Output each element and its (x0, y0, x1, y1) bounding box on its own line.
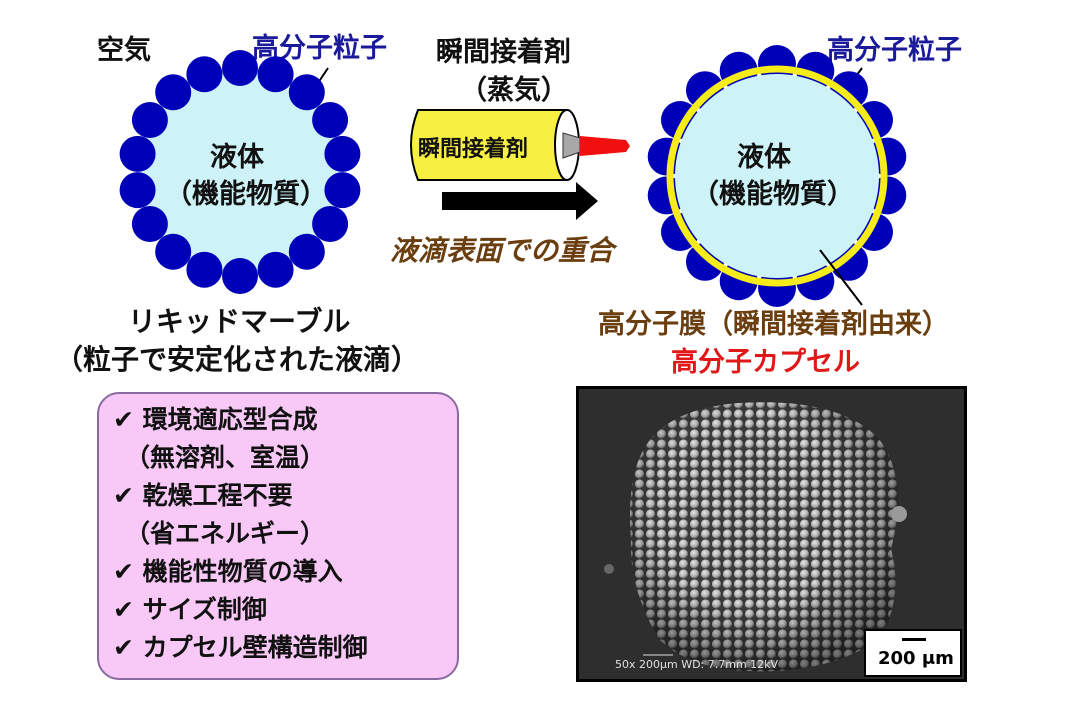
liquid-marble-diagram (119, 50, 361, 294)
polymer-particle (119, 135, 156, 172)
polymer-particles (119, 50, 361, 294)
scale-bar-box: 200 μm (864, 629, 962, 677)
features-panel: ✔ 環境適応型合成 （無溶剤、室温） ✔ 乾燥工程不要 （省エネルギー） ✔ 機… (97, 392, 459, 680)
polymer-particle (222, 50, 258, 86)
scale-bar (902, 638, 926, 641)
polymer-particle (222, 258, 258, 294)
feature-functional-material: ✔ 機能性物質の導入 (113, 557, 343, 586)
polymer-particle (155, 74, 192, 111)
capsule-sem-image (579, 389, 964, 679)
polymer-membrane (666, 65, 888, 287)
polymer-particle (186, 251, 223, 288)
feature-size-control: ✔ サイズ制御 (113, 595, 267, 624)
right-particle-label: 高分子粒子 (827, 35, 962, 66)
left-liquid-label: 液体 (210, 142, 264, 173)
process-label: 液滴表面での重合 (390, 234, 615, 267)
feature-no-drying: ✔ 乾燥工程不要 (113, 481, 293, 510)
polymer-capsule-diagram (647, 45, 907, 307)
polymer-particle (288, 74, 325, 111)
polymer-particle (312, 102, 349, 138)
polymer-particle (312, 206, 349, 242)
right-functional-material-label: （機能物質） (692, 179, 854, 210)
scale-bar-label: 200 μm (878, 648, 954, 669)
liquid-marble-subcaption: （粒子で安定化された液滴） (55, 343, 420, 376)
capsule-label: 高分子カプセル (671, 347, 860, 378)
polymer-particle (288, 233, 325, 270)
reagent-label: 瞬間接着剤 (436, 37, 571, 68)
polymer-particle (131, 206, 168, 242)
feature-eco-synthesis: ✔ 環境適応型合成 (113, 405, 318, 434)
polymer-particle (257, 251, 294, 288)
tube-label: 瞬間接着剤 (418, 137, 529, 162)
polymer-particle (758, 269, 796, 307)
vapor-label: （蒸気） (460, 75, 568, 106)
polymer-particle (155, 233, 192, 270)
glue-tube-icon (410, 109, 630, 220)
right-liquid-label: 液体 (737, 142, 791, 173)
air-label: 空気 (97, 35, 151, 66)
left-functional-material-label: （機能物質） (165, 179, 327, 210)
feature-eco-synthesis-detail: （無溶剤、室温） (125, 443, 326, 472)
sem-micrograph: 50x 200μm WD: 7.7mm 12kV 200 μm (576, 386, 967, 682)
polymer-particle (186, 56, 223, 93)
polymer-particle (324, 135, 361, 172)
polymer-particle (758, 45, 796, 83)
polymer-particle (257, 56, 294, 93)
polymer-particle (119, 172, 156, 209)
polymer-particle (131, 102, 168, 138)
sem-info-bar: 50x 200μm WD: 7.7mm 12kV (615, 658, 779, 671)
liquid-droplet (136, 68, 344, 276)
feature-wall-structure-control: ✔ カプセル壁構造制御 (113, 633, 368, 662)
membrane-leader-line (819, 249, 863, 306)
membrane-label: 高分子膜（瞬間接着剤由来） (598, 309, 949, 340)
polymer-particle (324, 172, 361, 209)
feature-no-drying-detail: （省エネルギー） (125, 519, 326, 548)
liquid-marble-caption: リキッドマーブル (128, 305, 351, 338)
